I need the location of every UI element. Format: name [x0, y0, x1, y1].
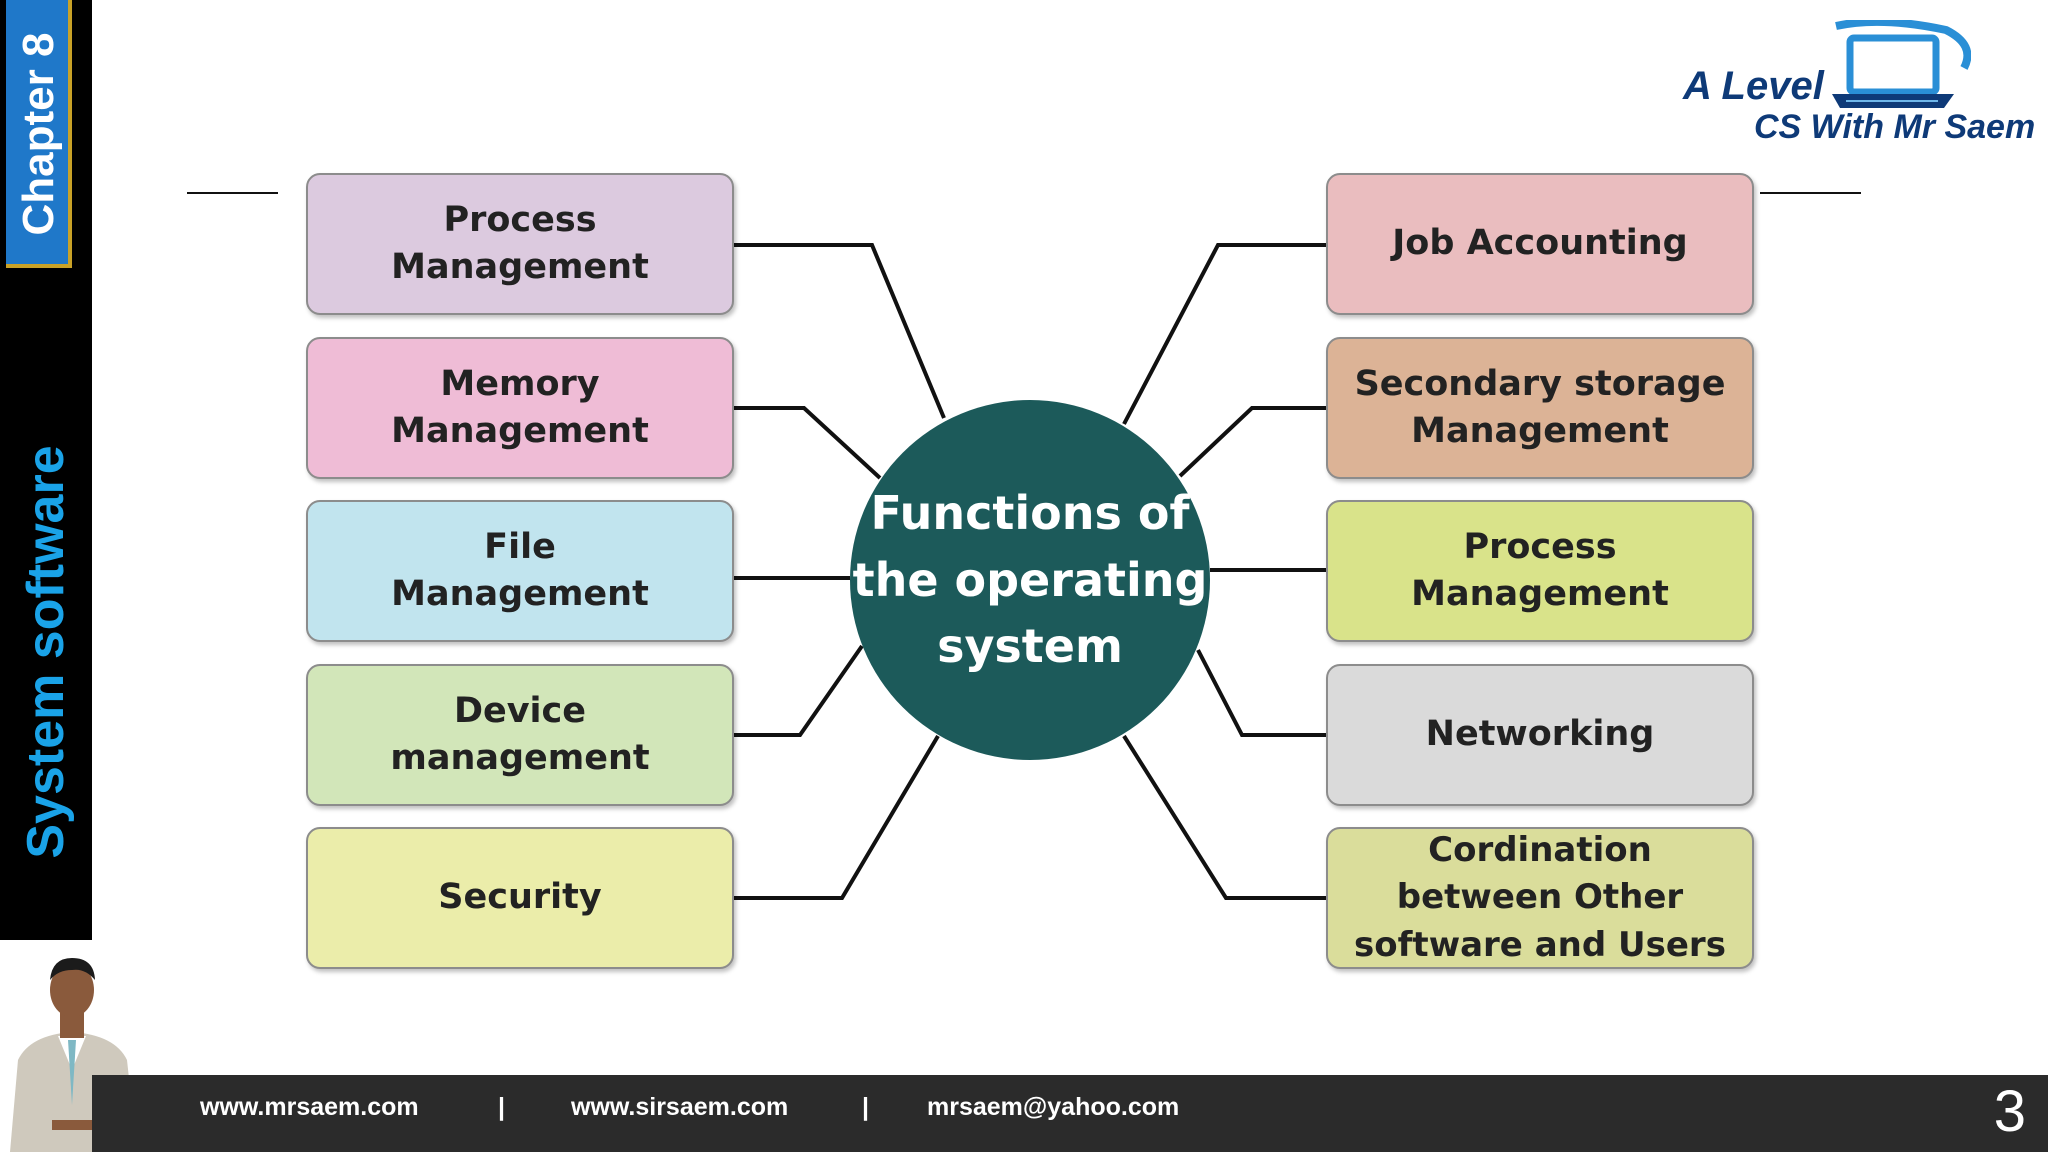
slide-number: 3: [1993, 1079, 2026, 1144]
connector-left-4: [734, 644, 864, 737]
box-right-5-label: Cordination between Other software and U…: [1354, 829, 1726, 965]
center-hub: Functions of the operating system: [850, 400, 1210, 760]
laptop-logo-icon: [1832, 20, 1971, 108]
chapter-label: Chapter 8: [14, 32, 63, 236]
footer-site-2: www.sirsaem.com: [571, 1093, 789, 1121]
connector-right-5: [1122, 734, 1326, 900]
box-right-4-label: Networking: [1425, 714, 1655, 755]
center-hub-label: Functions of the operating system: [852, 485, 1208, 674]
connector-right-2: [1178, 406, 1326, 478]
box-right-1-label: Job Accounting: [1392, 223, 1688, 264]
box-right-5: Cordination between Other software and U…: [1326, 827, 1754, 969]
connector-left-5: [734, 734, 940, 900]
box-left-3: File Management: [306, 500, 734, 642]
box-right-3: Process Management: [1326, 500, 1754, 642]
connector-right-4: [1196, 649, 1326, 737]
box-left-4: Device management: [306, 664, 734, 806]
box-left-2: Memory Management: [306, 337, 734, 479]
connector-left-1: [734, 243, 946, 419]
box-left-1-label: Process Management: [391, 199, 649, 287]
box-left-4-label: Device management: [390, 690, 650, 778]
box-left-5: Security: [306, 827, 734, 969]
topic-label: System software: [17, 445, 75, 859]
box-left-3-label: File Management: [391, 526, 649, 614]
footer-separator-1: |: [498, 1093, 505, 1121]
logo-subtitle: CS With Mr Saem: [1754, 108, 2036, 146]
footer-separator-2: |: [862, 1093, 869, 1121]
box-right-4: Networking: [1326, 664, 1754, 806]
box-right-2-label: Secondary storage Management: [1354, 363, 1726, 451]
box-left-5-label: Security: [438, 877, 602, 918]
box-left-2-label: Memory Management: [391, 363, 649, 451]
box-right-1: Job Accounting: [1326, 173, 1754, 315]
box-right-2: Secondary storage Management: [1326, 337, 1754, 479]
footer-email: mrsaem@yahoo.com: [927, 1093, 1180, 1121]
chapter-tab: [6, 0, 72, 268]
footer-site-1: www.mrsaem.com: [200, 1093, 419, 1121]
connector-left-2: [734, 406, 882, 480]
box-right-3-label: Process Management: [1411, 526, 1669, 614]
footer-bar: [92, 1075, 2048, 1152]
connector-right-1: [1122, 243, 1326, 425]
box-left-1: Process Management: [306, 173, 734, 315]
logo-title: A Level: [1683, 64, 1824, 108]
